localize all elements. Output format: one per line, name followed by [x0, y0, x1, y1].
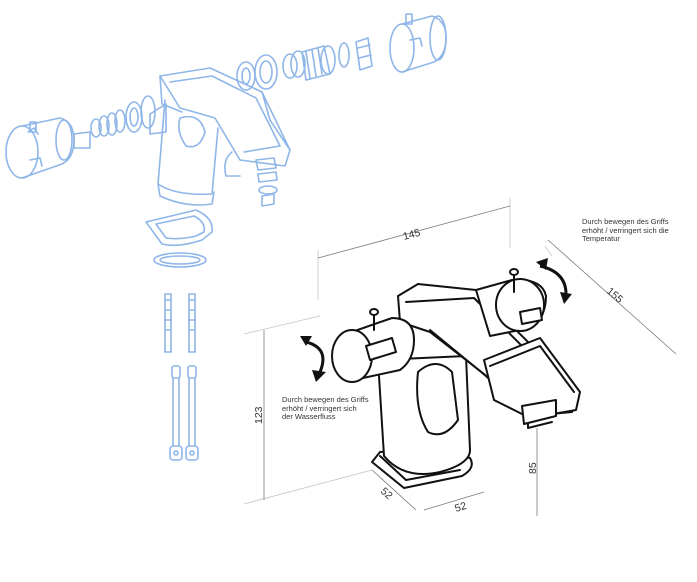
flow-note-line-1: Durch bewegen des Griffs — [282, 395, 369, 404]
faucet-body — [377, 355, 471, 475]
exploded-view — [5, 13, 447, 461]
assembled-faucet — [331, 268, 581, 489]
dim-123-extension-bottom — [243, 469, 373, 505]
exploded-left-cartridge — [73, 95, 156, 149]
dim-label-85: 85 — [527, 462, 539, 474]
right-rotation-arrow-icon — [536, 258, 572, 304]
dim-label-155: 155 — [604, 285, 625, 306]
faucet-left-handle[interactable] — [331, 308, 415, 383]
temperature-note-line-2: erhöht / verringert sich die — [582, 225, 669, 235]
dim-label-145: 145 — [402, 227, 422, 243]
exploded-right-handle — [389, 13, 447, 73]
exploded-body — [149, 67, 291, 206]
temperature-note: Durch bewegen des Griffs erhöht / verrin… — [582, 217, 669, 244]
exploded-hoses — [169, 365, 199, 461]
dimension-lines — [243, 198, 677, 516]
dim-123-extension-top — [243, 315, 321, 335]
dim-label-123: 123 — [253, 406, 265, 424]
dim-label-52-depth: 52 — [378, 485, 395, 502]
flow-note: Durch bewegen des Griffs erhöht / verrin… — [282, 395, 369, 422]
dim-label-52-width: 52 — [453, 500, 468, 515]
temperature-note-line-3: Temperatur — [582, 234, 620, 244]
exploded-base-plate — [145, 209, 213, 268]
dim-52-depth-line — [371, 469, 417, 511]
exploded-aerator — [255, 157, 278, 207]
exploded-threaded-rods — [164, 293, 196, 353]
faucet-right-handle[interactable] — [475, 268, 547, 337]
dim-52-width-line — [423, 491, 485, 511]
dim-155-line — [547, 239, 677, 355]
dim-155-extension — [544, 245, 553, 257]
rotation-arrows — [300, 258, 572, 382]
faucet-spout — [483, 337, 581, 429]
temperature-note-line-1: Durch bewegen des Griffs — [582, 217, 669, 226]
dim-145-line — [317, 205, 511, 259]
left-rotation-arrow-icon — [300, 336, 326, 382]
exploded-left-handle — [5, 117, 75, 179]
exploded-right-cartridge — [236, 37, 373, 91]
flow-note-line-2: erhöht / verringert sich — [282, 403, 357, 413]
flow-note-line-3: der Wasserfluss — [282, 412, 336, 422]
